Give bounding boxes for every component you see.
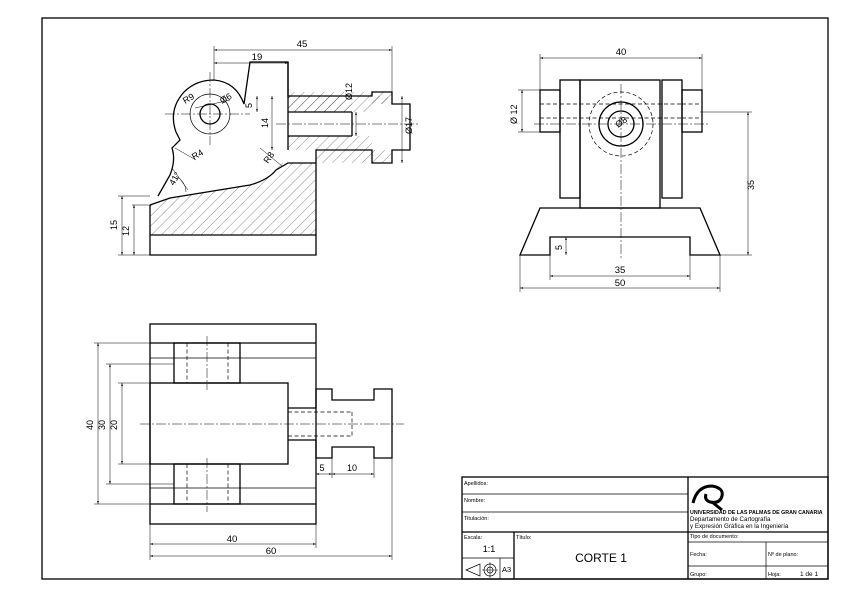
hatch-boss-bot-fill2 <box>316 150 372 163</box>
dim-phi6: Ø6 <box>218 91 233 106</box>
top-view: 40 30 20 5 10 40 60 <box>85 323 404 560</box>
front-section-view: 45 19 R9 Ø6 5 14 Ø12 Ø17 R4 R8 41° 15 12 <box>109 39 420 256</box>
dim-35-vertical: 35 <box>746 180 756 190</box>
department-line2: y Expresión Gráfica en la Ingeniería <box>690 523 789 530</box>
label-tipo-documento: Tipo de documento: <box>690 534 739 540</box>
label-fecha: Fecha: <box>690 552 707 558</box>
titulo-value: CORTE 1 <box>575 551 627 565</box>
dim-40-side: 40 <box>616 47 627 58</box>
dim-r9: R9 <box>181 91 196 105</box>
label-apellidos: Apellidos: <box>464 481 488 487</box>
university-logo-icon <box>691 484 724 512</box>
hatch-base <box>150 163 316 235</box>
side-view: 40 Ø 12 Ø8 35 5 35 50 <box>509 47 756 292</box>
dim-45: 45 <box>297 39 308 50</box>
label-plano: Nº de plano: <box>768 551 799 558</box>
dim-15: 15 <box>109 220 119 230</box>
dim-phi12-side: Ø 12 <box>509 104 519 124</box>
projection-symbol-icon <box>465 562 498 578</box>
dim-41deg: 41° <box>167 170 183 187</box>
dim-12: 12 <box>121 226 131 236</box>
dim-40-top-horizontal: 40 <box>227 534 238 545</box>
dim-phi17: Ø17 <box>404 117 414 134</box>
dim-40-top-vertical: 40 <box>85 420 95 430</box>
label-nombre: Nombre: <box>464 498 486 504</box>
title-block: Apellidos: Nombre: Titulación: Escala: 1… <box>461 476 829 580</box>
dim-60: 60 <box>266 546 277 557</box>
escala-value: 1:1 <box>483 544 496 554</box>
dim-5-side: 5 <box>554 245 564 250</box>
dim-r8: R8 <box>261 150 276 165</box>
dim-phi8: Ø8 <box>613 115 629 130</box>
hoja-value: 1 de 1 <box>800 571 818 578</box>
university-name: UNIVERSIDAD DE LAS PALMAS DE GRAN CANARI… <box>690 510 823 516</box>
hatch-collar-bot <box>372 150 392 163</box>
dim-5: 5 <box>244 103 254 108</box>
dim-phi12: Ø12 <box>344 83 354 100</box>
label-grupo: Grupo: <box>690 572 707 578</box>
dim-r4: R4 <box>190 147 205 161</box>
dim-30: 30 <box>97 420 107 430</box>
dim-20: 20 <box>109 420 119 430</box>
label-hoja: Hoja: <box>768 572 781 578</box>
label-titulo: Título: <box>516 535 532 541</box>
dim-19: 19 <box>252 52 263 63</box>
department-line1: Departamento de Cartografía <box>690 516 771 523</box>
sheet-border <box>41 17 829 580</box>
dim-35-horizontal: 35 <box>615 265 626 276</box>
dim-5-top: 5 <box>319 463 324 473</box>
format-a3: A3 <box>502 565 511 574</box>
dim-14: 14 <box>260 118 270 128</box>
dim-50: 50 <box>615 278 626 289</box>
hatch-boss-bot-fill <box>288 136 372 150</box>
label-titulacion: Titulación: <box>464 516 489 522</box>
label-escala: Escala: <box>464 535 483 541</box>
hatch-collar-top <box>372 92 392 104</box>
hatch-boss-top-fill <box>288 92 372 112</box>
dim-10: 10 <box>347 463 357 473</box>
